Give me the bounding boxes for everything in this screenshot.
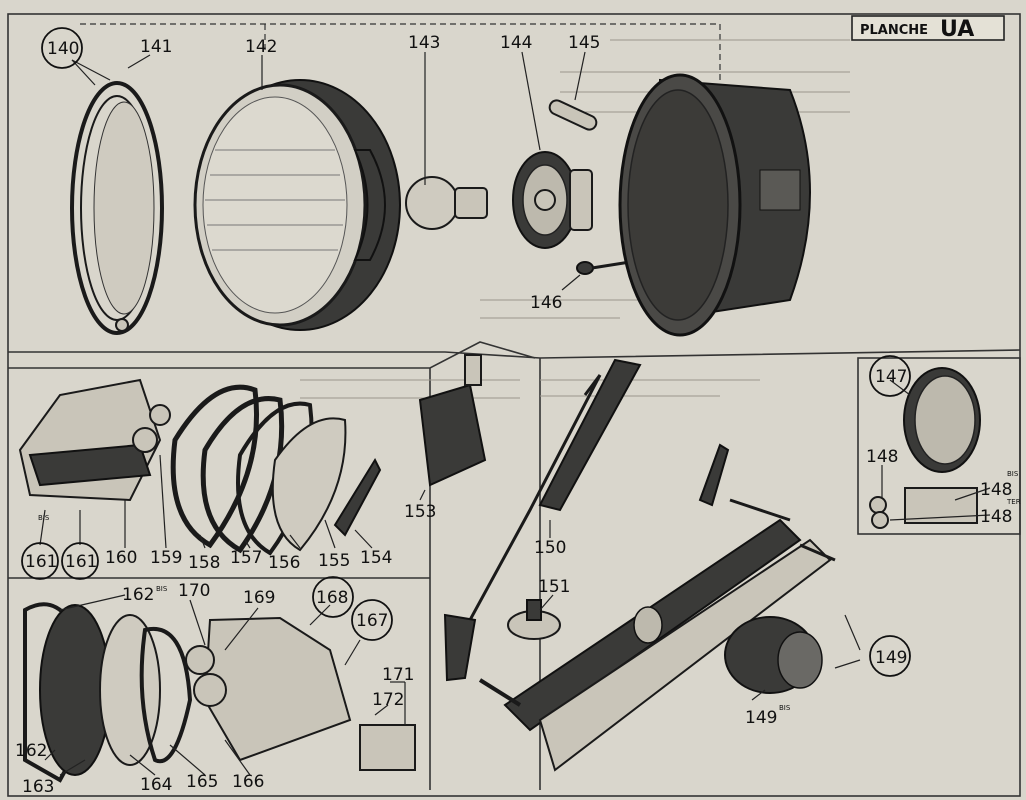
label-162b: 162 xyxy=(15,741,47,761)
frame-reflector-box xyxy=(857,357,1021,535)
plate-title-box xyxy=(851,15,1005,41)
leader-lines xyxy=(39,51,991,776)
label-142: 142 xyxy=(245,37,277,57)
label-148c: 148 xyxy=(980,507,1012,527)
label-140: 140 xyxy=(47,39,79,59)
wiper-motor-linkage xyxy=(478,498,836,772)
label-150: 150 xyxy=(534,538,566,558)
headlamp-bezel-ring xyxy=(70,81,164,335)
label-149b: 149 xyxy=(745,708,777,728)
label-145: 145 xyxy=(568,33,600,53)
label-167: 167 xyxy=(356,611,388,631)
superscript-ter-148: TER xyxy=(1006,498,1021,506)
label-154: 154 xyxy=(360,548,392,568)
label-155: 155 xyxy=(318,551,350,571)
wiper-arm xyxy=(443,374,730,682)
label-159: 159 xyxy=(150,548,182,568)
label-149a: 149 xyxy=(875,648,907,668)
divider-top xyxy=(8,349,1021,359)
headlamp-bulb xyxy=(405,176,488,230)
label-circles xyxy=(21,27,911,677)
bulb-holder xyxy=(512,151,593,249)
label-147: 147 xyxy=(875,367,907,387)
label-168: 168 xyxy=(316,588,348,608)
label-172: 172 xyxy=(372,690,404,710)
superscript-bis-161: BIS xyxy=(38,514,50,522)
frame-lights-box xyxy=(8,341,536,369)
label-153: 153 xyxy=(404,502,436,522)
label-158: 158 xyxy=(188,553,220,573)
label-146: 146 xyxy=(530,293,562,313)
label-169: 169 xyxy=(243,588,275,608)
label-160: 160 xyxy=(105,548,137,568)
label-161b: 161 xyxy=(65,552,97,572)
background-text-lines xyxy=(300,39,850,399)
label-157: 157 xyxy=(230,548,262,568)
headlamp-shell xyxy=(618,73,811,337)
festoon-bulb xyxy=(548,99,598,131)
fixing-screw xyxy=(576,260,631,275)
headlamp-lens-unit xyxy=(193,79,401,331)
rear-lamp-assembly xyxy=(23,602,416,783)
label-165: 165 xyxy=(186,772,218,792)
label-161a: 161 xyxy=(25,552,57,572)
label-156: 156 xyxy=(268,553,300,573)
side-lamp-body xyxy=(18,378,171,502)
label-171: 171 xyxy=(382,665,414,685)
label-144: 144 xyxy=(500,33,532,53)
superscript-bis-149: BIS xyxy=(779,704,791,712)
label-163: 163 xyxy=(22,777,54,797)
label-141: 141 xyxy=(140,37,172,57)
lamp-gaskets xyxy=(170,384,382,556)
dashed-assembly-line xyxy=(80,23,721,80)
wiper-knob xyxy=(507,599,561,640)
label-148a: 148 xyxy=(866,447,898,467)
label-164: 164 xyxy=(140,775,172,795)
label-151: 151 xyxy=(538,577,570,597)
superscript-bis-162: BIS xyxy=(156,585,168,593)
label-166: 166 xyxy=(232,772,264,792)
label-170: 170 xyxy=(178,581,210,601)
superscript-bis-148: BIS xyxy=(1007,470,1019,478)
label-162a: 162 xyxy=(122,585,154,605)
plate-code: UA xyxy=(940,17,974,42)
label-148b: 148 xyxy=(980,480,1012,500)
lamp-cover-block xyxy=(418,354,487,487)
label-143: 143 xyxy=(408,33,440,53)
plate-prefix: PLANCHE xyxy=(860,23,928,38)
